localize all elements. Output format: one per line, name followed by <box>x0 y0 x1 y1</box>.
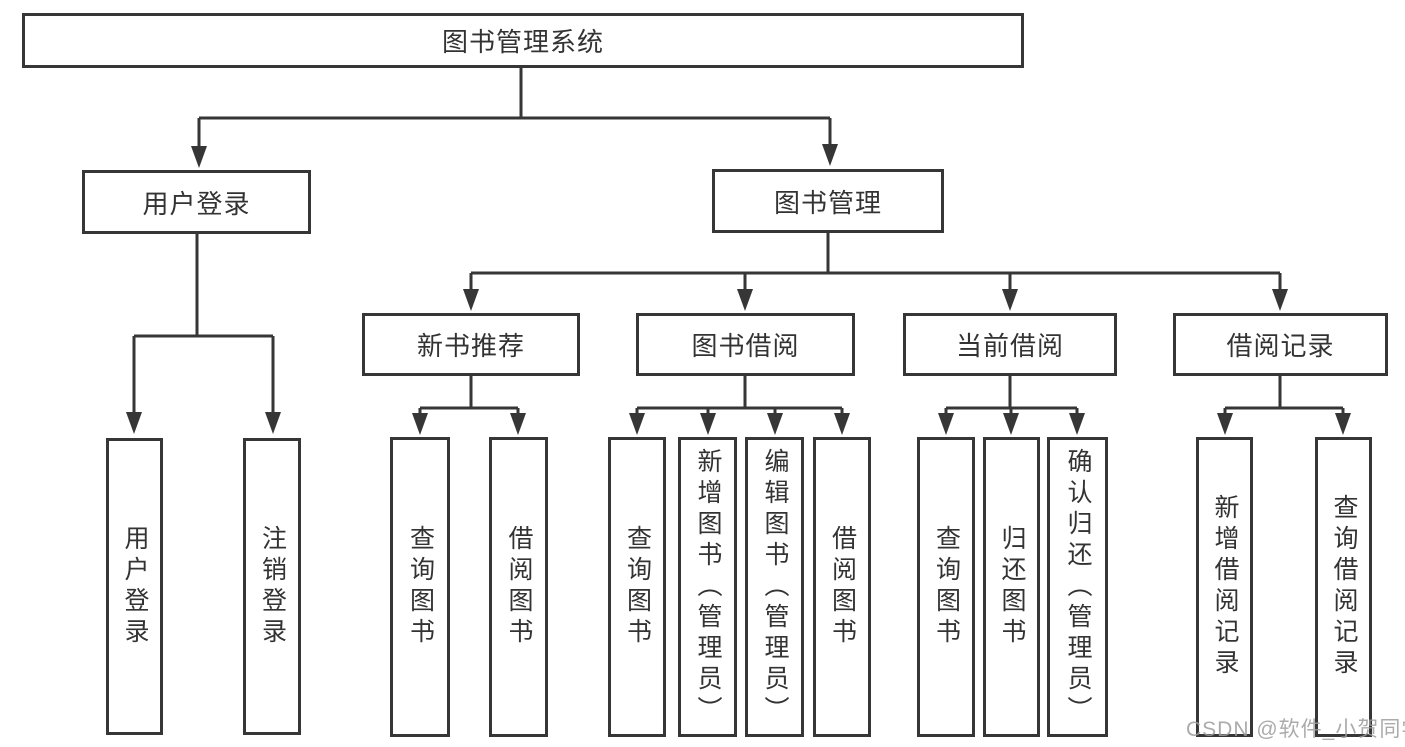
node-confirm-return-admin: 确认归还（管理员） <box>1047 437 1108 737</box>
node-query-books-recommend: 查询图书 <box>390 437 450 737</box>
node-current-borrowing: 当前借阅 <box>903 313 1117 376</box>
node-query-books-current: 查询图书 <box>917 437 975 737</box>
node-borrow-books-recommend: 借阅图书 <box>489 437 548 737</box>
node-edit-books-admin: 编辑图书（管理员） <box>745 437 804 737</box>
watermark: CSDN @软件_小贺同学 <box>1186 718 1405 741</box>
node-query-borrow-record: 查询借阅记录 <box>1315 437 1372 737</box>
node-query-books-borrowing: 查询图书 <box>608 437 666 737</box>
node-user-login-branch: 用户登录 <box>82 170 311 234</box>
node-user-login: 用户登录 <box>106 438 163 735</box>
node-return-books: 归还图书 <box>983 437 1040 737</box>
node-logout: 注销登录 <box>243 438 301 735</box>
node-add-borrow-record: 新增借阅记录 <box>1196 437 1253 737</box>
node-library-system: 图书管理系统 <box>22 13 1024 68</box>
node-borrow-books: 借阅图书 <box>813 437 871 737</box>
node-book-management-branch: 图书管理 <box>712 169 944 233</box>
node-borrowing-records: 借阅记录 <box>1173 313 1388 376</box>
node-add-books-admin: 新增图书（管理员） <box>678 437 737 737</box>
node-book-borrowing: 图书借阅 <box>636 313 855 376</box>
node-new-book-recommendation: 新书推荐 <box>362 313 580 376</box>
